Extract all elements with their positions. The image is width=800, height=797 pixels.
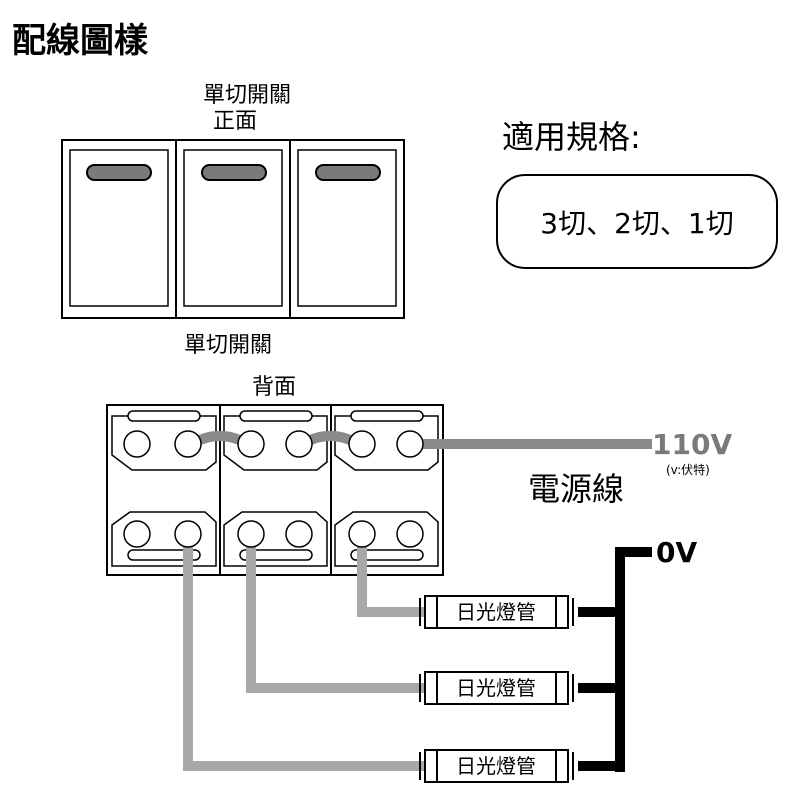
spec-value: 3切、2切、1切 — [540, 207, 733, 240]
rocker-indicator-1 — [86, 164, 152, 181]
lamp-label-1: 日光燈管 — [456, 600, 536, 624]
terminal-screw — [123, 430, 151, 458]
load-wires — [183, 536, 425, 771]
spec-box — [496, 174, 778, 269]
terminal-screw — [285, 520, 313, 548]
load-wire-2 — [246, 536, 425, 693]
front-label-line1: 單切開關 — [203, 83, 291, 108]
rocker-indicator-2 — [201, 164, 267, 181]
lamp-label-2: 日光燈管 — [456, 676, 536, 700]
terminal-screw — [174, 430, 202, 458]
power-line-label: 電源線 — [528, 470, 624, 508]
terminal-screw — [237, 430, 265, 458]
fluorescent-tube-3: 日光燈管 — [419, 749, 574, 783]
switch-front-panel — [61, 139, 405, 319]
terminal-screw — [348, 520, 376, 548]
back-label-line2: 背面 — [252, 375, 296, 400]
neutral-voltage: 0V — [656, 536, 697, 569]
front-gang-1 — [69, 149, 169, 307]
back-label-line1: 單切開關 — [184, 333, 272, 358]
terminal-screw — [396, 520, 424, 548]
terminal-screw — [174, 520, 202, 548]
load-wire-3 — [183, 536, 425, 771]
power-unit-note: (v:伏特) — [666, 462, 710, 477]
lamp-label-3: 日光燈管 — [456, 754, 536, 778]
neutral-wires — [578, 547, 652, 772]
switch-back-panel — [106, 404, 444, 576]
front-label-line2: 正面 — [213, 109, 257, 134]
terminal-screw — [285, 430, 313, 458]
load-wire-1 — [357, 536, 425, 617]
front-gang-2 — [183, 149, 283, 307]
rocker-indicator-3 — [315, 164, 381, 181]
terminal-screw — [237, 520, 265, 548]
terminal-screw — [123, 520, 151, 548]
fluorescent-tube-2: 日光燈管 — [419, 671, 574, 705]
spec-heading: 適用規格: — [502, 118, 641, 156]
page-title: 配線圖樣 — [12, 21, 149, 61]
terminal-screw — [348, 430, 376, 458]
front-gang-3 — [297, 149, 397, 307]
terminal-screw — [396, 430, 424, 458]
fluorescent-tube-1: 日光燈管 — [419, 595, 574, 629]
terminal-screws — [123, 430, 424, 548]
power-voltage: 110V — [652, 428, 732, 461]
